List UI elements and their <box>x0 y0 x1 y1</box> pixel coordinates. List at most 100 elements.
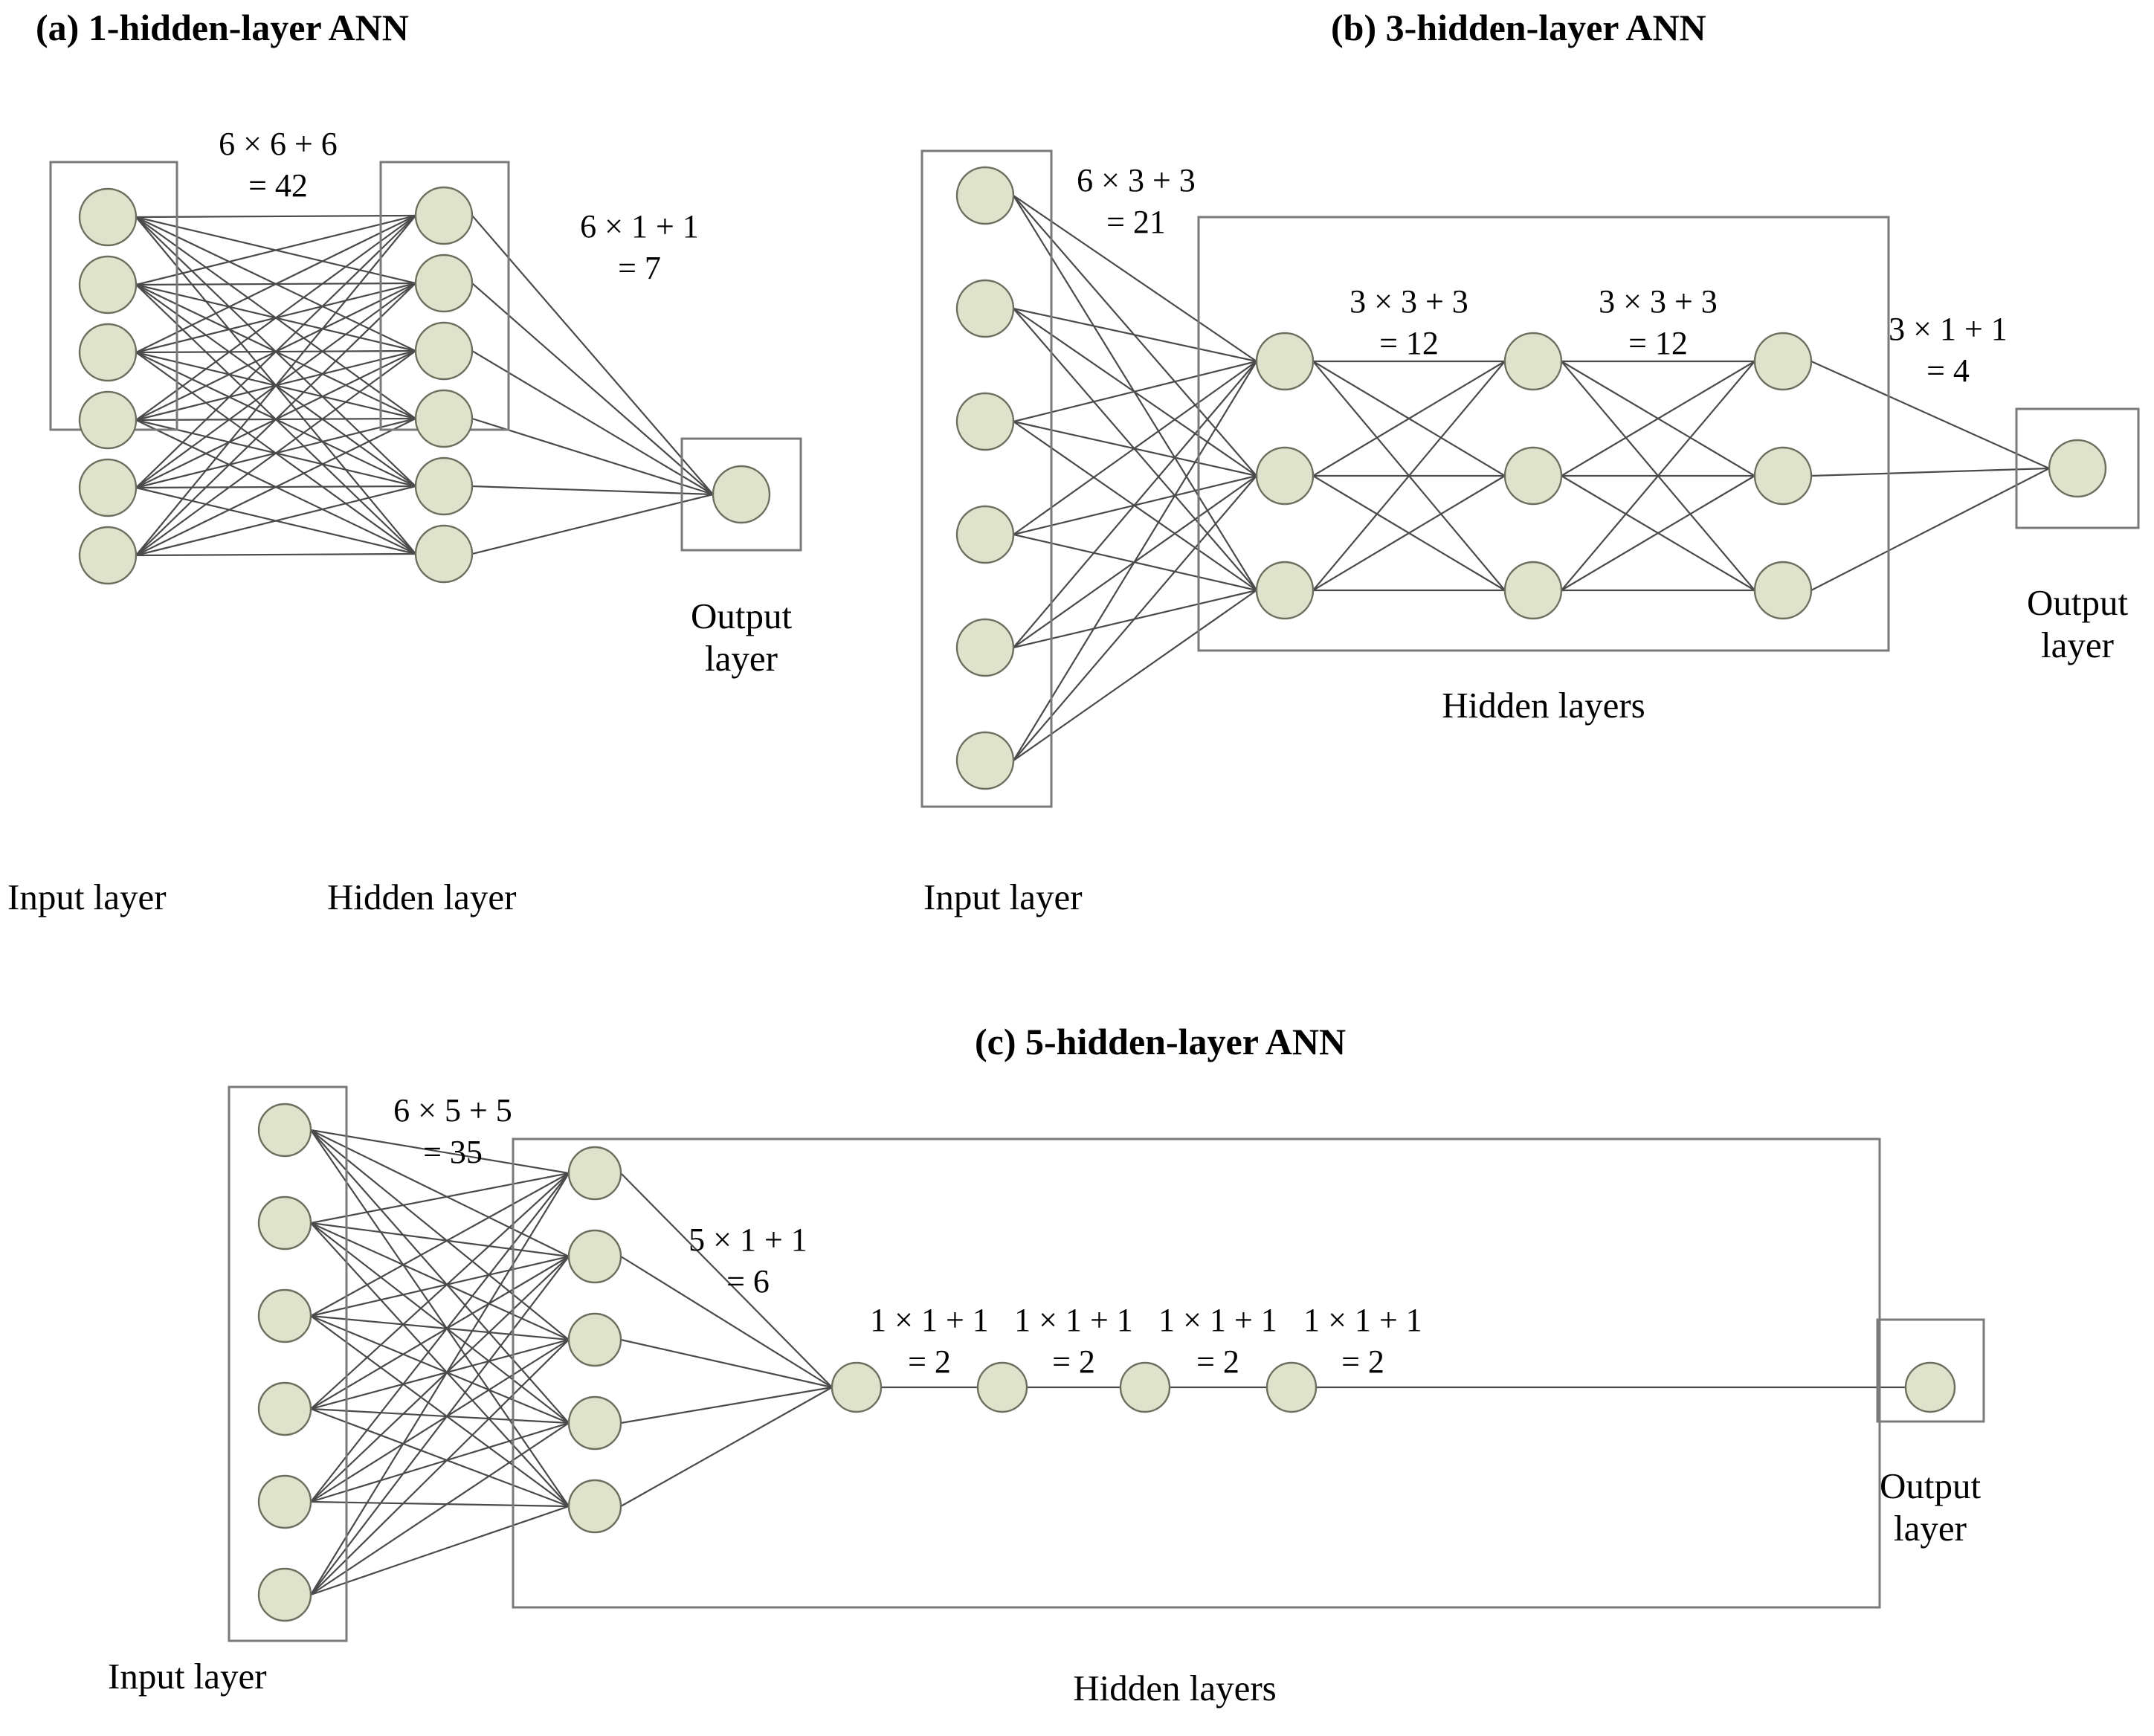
formula-result: = 35 <box>423 1134 483 1171</box>
label-line: Output <box>690 596 793 636</box>
connection-edge <box>1561 361 1755 591</box>
connection-edge <box>1810 360 2050 470</box>
connection-edge <box>1561 361 1755 477</box>
connection-edge <box>1312 361 1506 477</box>
formula-result: = 2 <box>908 1343 951 1381</box>
neuron-node-input <box>955 731 1015 790</box>
connection-edge <box>1013 195 1257 362</box>
connection-edge <box>310 1172 570 1224</box>
neuron-node-hidden <box>414 186 474 245</box>
connection-edge <box>310 1338 570 1410</box>
connection-edge <box>1312 361 1506 591</box>
formula-expression: 1 × 1 + 1 <box>870 1302 989 1338</box>
label-line: layer <box>2041 625 2114 665</box>
neuron-node-hidden1 <box>1255 446 1315 506</box>
neuron-node-hidden <box>414 456 474 516</box>
connection-edge <box>620 1338 833 1389</box>
neuron-node-input <box>78 526 138 585</box>
output-layer-box <box>1876 1318 1985 1423</box>
connection-edge <box>1013 361 1257 648</box>
connection-edge <box>135 283 416 556</box>
hidden1-to-hidden2-params: 3 × 3 + 3= 12 <box>1350 281 1468 365</box>
neuron-node-hidden1 <box>567 1395 622 1451</box>
panel-title-c: (c) 5-hidden-layer ANN <box>975 1021 1347 1062</box>
formula-result: = 21 <box>1106 204 1166 241</box>
formula-expression: 3 × 3 + 3 <box>1599 283 1718 320</box>
formula-result: = 12 <box>1379 325 1439 362</box>
connection-edge <box>135 215 416 556</box>
hidden2-to-hidden3-params: 1 × 1 + 1 = 2 <box>870 1300 989 1384</box>
input-layer-box <box>920 149 1053 808</box>
neuron-node-input <box>955 505 1015 564</box>
connection-edge <box>310 1222 570 1341</box>
connection-edge <box>620 1172 833 1388</box>
connection-edge <box>471 215 714 495</box>
connection-edge <box>1013 361 1257 535</box>
connection-edge <box>310 1255 570 1317</box>
neuron-node-hidden1 <box>567 1146 622 1201</box>
input-layer-label: Input layer <box>108 1655 267 1697</box>
neuron-node-hidden3 <box>1753 332 1813 391</box>
formula-result: = 7 <box>618 250 661 287</box>
hidden1-to-hidden2-params: 5 × 1 + 1= 6 <box>689 1219 807 1303</box>
formula-expression: 6 × 6 + 6 <box>219 126 338 162</box>
neuron-node-input <box>78 255 138 314</box>
connection-edge <box>310 1222 570 1258</box>
neuron-node-hidden5 <box>1265 1361 1318 1413</box>
connection-edge <box>310 1129 570 1257</box>
hidden-layers-box <box>512 1138 1881 1609</box>
label-line: Output <box>2026 582 2129 623</box>
formula-expression: 5 × 1 + 1 <box>689 1222 807 1258</box>
neuron-node-hidden1 <box>1255 561 1315 620</box>
hidden-layers-label: Hidden layers <box>1073 1667 1277 1709</box>
connection-edge <box>310 1172 570 1503</box>
connection-edge <box>310 1500 570 1508</box>
connection-edge <box>310 1129 570 1424</box>
formula-result: = 12 <box>1628 325 1688 362</box>
label-line: Hidden layers <box>1073 1668 1277 1708</box>
connection-edge <box>471 283 714 495</box>
neuron-node-input <box>955 279 1015 338</box>
hidden5-to-output-params: 1 × 1 + 1= 2 <box>1303 1300 1422 1384</box>
formula-result: = 42 <box>248 167 308 204</box>
label-line: layer <box>1894 1508 1967 1549</box>
connection-edge <box>1013 360 1257 423</box>
connection-edge <box>135 215 416 421</box>
neuron-node-input <box>955 618 1015 677</box>
formula-result: = 2 <box>1196 1343 1239 1381</box>
connection-edge <box>135 215 416 488</box>
connection-edge <box>310 1129 570 1340</box>
input-to-hidden-params: 6 × 6 + 6 = 42 <box>219 123 338 207</box>
formula-expression: 1 × 1 + 1 <box>1303 1302 1422 1338</box>
label-line: Input layer <box>108 1656 267 1697</box>
connection-edge <box>310 1422 570 1503</box>
connection-edge <box>620 1386 833 1424</box>
panel-title-a: (a) 1-hidden-layer ANN <box>36 7 409 48</box>
formula-expression: 6 × 5 + 5 <box>393 1092 512 1129</box>
hidden-layer-label: Hidden layer <box>327 876 516 918</box>
neuron-node-input <box>78 187 138 247</box>
output-layer-box <box>2015 407 2140 529</box>
label-line: Input layer <box>7 877 167 917</box>
neuron-node-hidden1 <box>567 1479 622 1534</box>
neuron-node-hidden3 <box>976 1361 1028 1413</box>
formula-expression: 3 × 1 + 1 <box>1889 311 2008 347</box>
connection-edge <box>135 485 416 557</box>
connection-edge <box>310 1407 570 1508</box>
connection-edge <box>310 1256 570 1595</box>
label-line: Output <box>1879 1465 1982 1506</box>
hidden3-to-output-params: 3 × 1 + 1= 4 <box>1889 309 2008 393</box>
neuron-node-hidden3 <box>1753 446 1813 506</box>
hidden-layers-label: Hidden layers <box>1442 684 1645 726</box>
neuron-node-hidden <box>414 254 474 313</box>
connection-edge <box>310 1172 570 1595</box>
neuron-node-hidden <box>414 389 474 448</box>
connection-edge <box>1561 475 1755 591</box>
edges-group <box>135 195 2050 1596</box>
connection-edge <box>310 1129 570 1175</box>
connection-edge <box>1810 467 2050 477</box>
